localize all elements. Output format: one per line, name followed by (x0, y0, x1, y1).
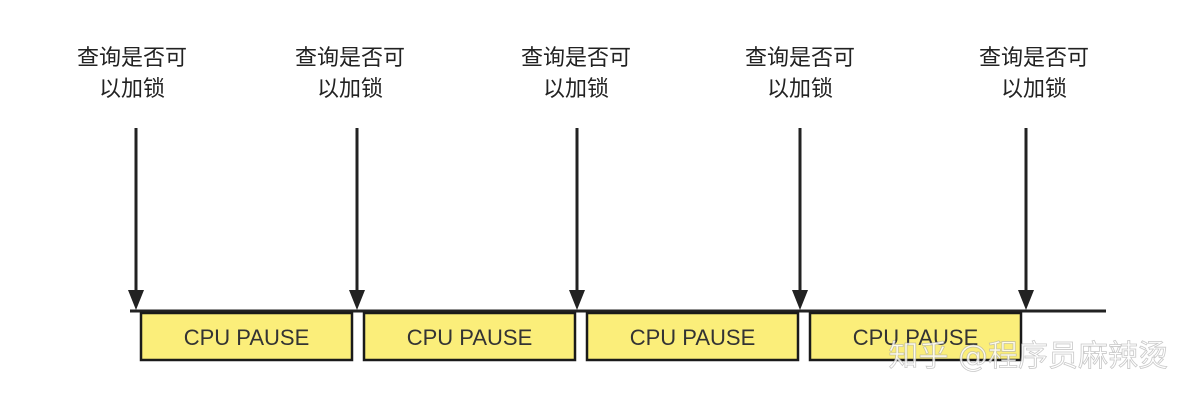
marker-label-line2: 以加锁 (1001, 77, 1067, 102)
marker-4: 查询是否可 以加锁 (979, 46, 1089, 310)
marker-label-line1: 查询是否可 (521, 46, 631, 71)
pause-block-0: CPU PAUSE (139, 311, 354, 362)
marker-label-line1: 查询是否可 (77, 46, 187, 71)
pause-block-rect (808, 311, 1023, 362)
marker-0: 查询是否可 以加锁 (77, 46, 187, 310)
marker-2: 查询是否可 以加锁 (521, 46, 631, 310)
marker-arrow-head (349, 290, 365, 310)
marker-label-line2: 以加锁 (767, 77, 833, 102)
pause-block-2: CPU PAUSE (585, 311, 800, 362)
marker-arrow-head (792, 290, 808, 310)
pause-block-rect (362, 311, 577, 362)
pause-block-3: CPU PAUSE (808, 311, 1023, 362)
pause-block-label: CPU PAUSE (407, 325, 533, 350)
marker-label-line2: 以加锁 (317, 77, 383, 102)
marker-label-line1: 查询是否可 (745, 46, 855, 71)
pause-block-label: CPU PAUSE (184, 325, 310, 350)
marker-arrow-head (128, 290, 144, 310)
marker-arrow-head (569, 290, 585, 310)
pause-block-rect (139, 311, 354, 362)
pause-block-label: CPU PAUSE (630, 325, 756, 350)
marker-label-line2: 以加锁 (99, 77, 165, 102)
marker-arrow-head (1018, 290, 1034, 310)
marker-label-line2: 以加锁 (543, 77, 609, 102)
marker-1: 查询是否可 以加锁 (295, 46, 405, 310)
watermark: 知乎 @程序员麻辣烫 (888, 339, 1168, 374)
marker-label-line1: 查询是否可 (979, 46, 1089, 71)
pause-block-label: CPU PAUSE (853, 325, 979, 350)
marker-label-line1: 查询是否可 (295, 46, 405, 71)
marker-3: 查询是否可 以加锁 (745, 46, 855, 310)
pause-block-1: CPU PAUSE (362, 311, 577, 362)
pause-block-rect (585, 311, 800, 362)
